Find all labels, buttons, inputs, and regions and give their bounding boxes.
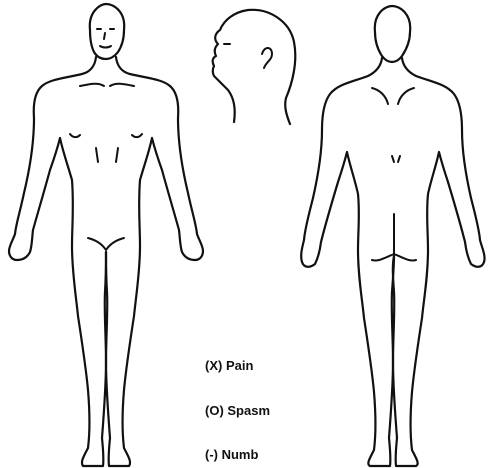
- back-view-figure: [301, 6, 484, 466]
- front-chest-marks: [70, 134, 142, 137]
- legend-item-spasm: (O) Spasm: [205, 403, 270, 418]
- profile-head-outline: [213, 10, 296, 124]
- back-body-left-outline: [301, 58, 394, 466]
- profile-ear: [262, 48, 272, 68]
- front-abdomen-marks: [96, 148, 118, 162]
- back-head: [375, 6, 410, 62]
- front-body-right-outline: [106, 57, 203, 466]
- legend-item-pain: (X) Pain: [205, 358, 253, 373]
- front-body-left-outline: [9, 57, 106, 466]
- legend-item-numb: (-) Numb: [205, 447, 258, 462]
- back-buttocks: [372, 214, 416, 261]
- front-collarbones: [80, 84, 134, 86]
- front-face: [97, 29, 114, 48]
- back-lower-marks: [392, 156, 400, 162]
- front-head: [90, 4, 124, 59]
- head-profile-figure: [213, 10, 296, 124]
- back-body-right-outline: [393, 58, 485, 466]
- front-groin: [88, 238, 124, 250]
- front-view-figure: [9, 4, 203, 466]
- back-shoulder-blades: [372, 88, 414, 104]
